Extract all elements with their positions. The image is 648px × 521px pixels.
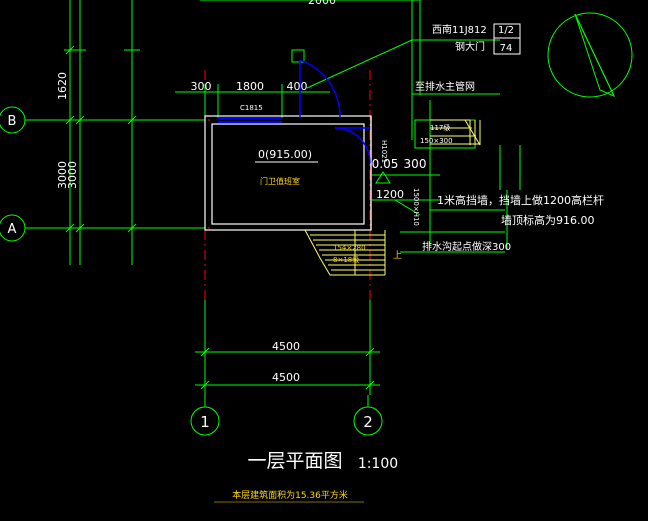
axis-bubble-b: B (0, 106, 26, 134)
axis-lines (28, 70, 371, 300)
door-frac-bottom: 74 (500, 43, 513, 54)
window-code-label: C1815 (240, 104, 263, 112)
dim-elev-005: 0.05 (372, 157, 399, 171)
axis-label-1: 1 (200, 413, 210, 431)
dim-300: 300 (191, 80, 212, 93)
axis-bubble-a: A (0, 214, 26, 242)
dim-top-width: 2000 (308, 0, 336, 7)
north-arrow-icon (547, 12, 633, 98)
dimension-lines (60, 0, 521, 395)
right-vertical-label-2: H1021 (380, 140, 388, 163)
door-name-label: 钢大门 (455, 40, 485, 53)
dim-3000-b: 3000 (66, 161, 79, 189)
stair-right (430, 119, 481, 146)
axis-label-a: A (8, 222, 17, 237)
dim-4500-a: 4500 (272, 340, 300, 353)
dim-3000-a: 3000 (56, 161, 69, 189)
stair-note-1: 154×280 (333, 244, 366, 252)
window-c1815 (218, 117, 282, 123)
right-vertical-label: 1500×H10 (412, 188, 420, 226)
elevation-label: 0(915.00) (258, 148, 312, 161)
dim-1800: 1800 (236, 80, 264, 93)
door-ref-label: 西南11J812 (432, 23, 487, 36)
right-small-label-2: 150×300 (420, 137, 453, 145)
railing-note-2: 墙顶标高为916.00 (501, 213, 595, 227)
dimension-texts: 2000 1620 3000 3000 300 1800 400 0.05 30… (56, 0, 426, 384)
dim-1200: 1200 (376, 188, 404, 201)
drain-note: 排水沟起点做深300 (422, 240, 511, 253)
stair-up-label: 上 (393, 250, 402, 261)
annotations: 西南11J812 1/2 74 钢大门 至排水主管网 C1815 0(915.0… (240, 23, 604, 264)
axis-bubble-1: 1 (190, 406, 220, 436)
stair-bottom (304, 229, 386, 276)
dim-1620: 1620 (56, 72, 69, 100)
drawing-scale: 1:100 (358, 456, 398, 472)
drawing-title: 一层平面图 (247, 450, 342, 472)
stair-note-2: 8×18级 (333, 255, 359, 264)
door-frac-top: 1/2 (498, 25, 514, 36)
dim-4500-b: 4500 (272, 371, 300, 384)
axis-label-b: B (8, 114, 17, 129)
railing-note-1: 1米高挡墙，挡墙上做1200高栏杆 (437, 193, 604, 207)
dim-400: 400 (287, 80, 308, 93)
doors (299, 59, 371, 164)
axis-label-2: 2 (363, 413, 373, 431)
area-note: 本层建筑面积为15.36平方米 (232, 489, 348, 501)
axis-bubble-2: 2 (353, 406, 383, 436)
sewer-label: 至排水主管网 (415, 80, 475, 93)
building-walls (204, 115, 372, 231)
dim-right-300: 300 (404, 157, 427, 171)
room-name-label: 门卫值班室 (260, 176, 300, 186)
right-small-label-1: 117级 (430, 123, 450, 132)
